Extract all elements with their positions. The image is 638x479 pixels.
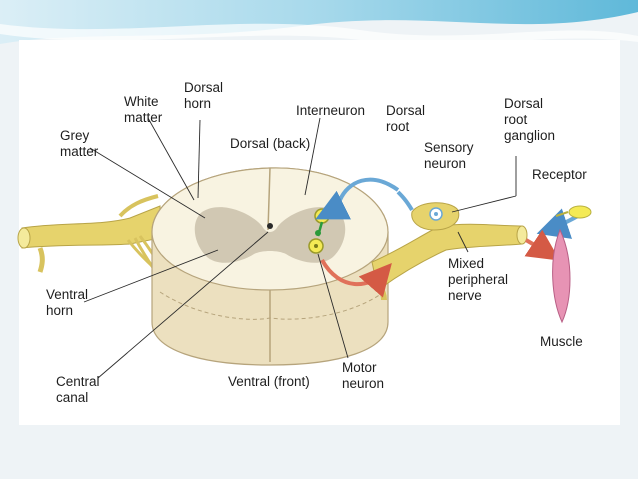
label-dorsal-horn: Dorsal horn bbox=[184, 80, 224, 111]
label-white-matter: White matter bbox=[124, 94, 163, 125]
muscle-shape bbox=[552, 228, 571, 324]
label-central-canal: Central canal bbox=[56, 374, 100, 405]
label-mixed-peripheral-nerve: Mixed peripheral nerve bbox=[448, 256, 509, 303]
receptor-shape bbox=[555, 205, 592, 219]
label-motor-neuron: Motor neuron bbox=[342, 360, 385, 391]
motor-arrow-muscle bbox=[524, 229, 560, 261]
label-muscle: Muscle bbox=[540, 334, 583, 349]
interneuron-cell bbox=[314, 208, 330, 224]
label-interneuron: Interneuron bbox=[296, 103, 366, 118]
header-wave-light bbox=[0, 23, 638, 45]
label-sensory-neuron: Sensory neuron bbox=[424, 140, 474, 171]
label-dorsal-root: Dorsal root bbox=[386, 103, 426, 134]
label-ventral-horn: Ventral horn bbox=[46, 287, 89, 318]
label-dorsal-root-ganglion: Dorsal root ganglion bbox=[504, 96, 556, 143]
label-ventral-front: Ventral (front) bbox=[228, 374, 310, 389]
label-grey-matter: Grey matter bbox=[60, 128, 99, 159]
left-spinal-nerve bbox=[17, 194, 196, 331]
label-dorsal-back: Dorsal (back) bbox=[230, 136, 311, 151]
motor-neuron-cell bbox=[308, 238, 324, 254]
leader-lines bbox=[83, 117, 517, 379]
sensory-arrow-root bbox=[315, 177, 400, 220]
motor-arrow-root bbox=[320, 258, 392, 298]
grey-matter-area bbox=[194, 207, 346, 263]
label-receptor: Receptor bbox=[532, 167, 587, 182]
cord-segment bbox=[151, 167, 389, 366]
